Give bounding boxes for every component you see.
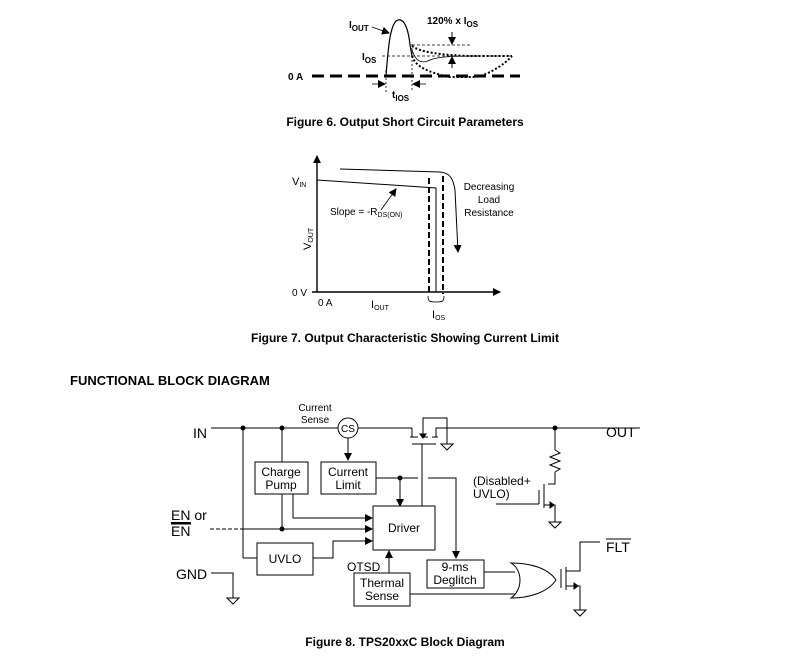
load-label: Load [478,195,500,206]
zero-amp-label-fig7: 0 A [318,298,333,309]
gnd-wire [211,572,234,598]
pin-en-or: EN or [171,507,207,523]
uvlo-block [256,542,314,576]
flt-source-wire [566,585,581,610]
flt-ground-icon [572,609,588,617]
disabled-label-2: UVLO) [473,487,510,501]
pin-en-bar: EN [171,523,190,539]
figure7-plot: VIN 0 V 0 A IOUT IOS Slope = -RDS(ON) De… [292,155,515,322]
figure8-caption: Figure 8. TPS20xxC Block Diagram [305,635,504,649]
or-gate-icon [509,562,557,599]
slope-pointer [380,188,397,211]
decreasing-label: Decreasing [464,182,515,193]
pct120-label: 120% x IOS [427,16,479,29]
gnd-icon [225,597,241,605]
block-diagram [210,417,640,617]
thermal-label-1: Thermal [360,576,404,590]
deglitch-block [426,559,485,589]
iout-pulse-curve [385,19,413,77]
current-sense-label-1: Current [298,403,332,414]
ios-bracket [427,295,445,303]
vout-characteristic-line [316,179,437,292]
resistance-label: Resistance [464,208,514,219]
resistor-to-fet [548,472,556,485]
uvlo-label: UVLO [269,552,302,566]
vin-label: VIN [292,176,306,189]
discharge-source-wire [544,504,556,522]
discharge-ground-icon [547,521,563,529]
fet-body-wire [422,417,448,444]
deglitch-label-2: Deglitch [433,573,476,587]
thermal-label-2: Sense [365,589,399,603]
charge-pump-label-1: Charge [261,465,301,479]
iout-settle-lower [411,55,513,78]
disabled-label-1: (Disabled+ [473,474,531,488]
pin-out: OUT [606,424,636,440]
slope-label: Slope = -RDS(ON) [330,207,402,219]
figure6-caption: Figure 6. Output Short Circuit Parameter… [286,115,524,129]
iout-settle-upper [411,45,512,57]
current-limit-block [320,461,377,495]
charge-pump-to-driver [292,494,373,522]
iout-label: IOUT [349,20,369,33]
block-diagram-heading: FUNCTIONAL BLOCK DIAGRAM [70,373,270,388]
thermal-sense-block [353,572,411,607]
iout-pointer [371,26,390,35]
discharge-fet-arrow [549,501,555,509]
zero-amp-label: 0 A [288,72,303,83]
flt-fet-arrow [573,582,579,590]
current-limit-label-1: Current [328,465,369,479]
iout-axis-label: IOUT [371,299,390,312]
deglitch-label-1: 9-ms [442,560,469,574]
decreasing-load-curve [339,168,462,253]
pin-flt: FLT [606,539,630,555]
out-rail [435,427,640,437]
figure7-caption: Figure 7. Output Characteristic Showing … [251,331,559,345]
pin-in: IN [193,425,207,441]
charge-pump-block [254,461,309,495]
fet-body-ground-icon [439,443,455,451]
charge-pump-label-2: Pump [265,478,297,492]
pin-gnd: GND [176,566,207,582]
cs-label: CS [341,424,355,435]
flt-drain-wire [566,541,600,572]
vout-axis-label: VOUT [302,227,315,250]
zero-volt-label: 0 V [292,288,307,299]
tios-label: tIOS [392,90,410,103]
limit-to-deglitch-wire [428,477,460,559]
current-limit-label-2: Limit [335,478,361,492]
discharge-resistor-icon [548,449,562,473]
ios-label: IOS [362,52,377,65]
current-sense-label-2: Sense [301,415,330,426]
figure6-waveform: IOUT 120% x IOS IOS 0 A tIOS [288,16,520,103]
otsd-label: OTSD [347,560,381,574]
uvlo-to-driver [313,537,373,559]
driver-block [372,505,436,551]
iout-settle-thin [411,49,481,63]
ios-axis-label: IOS [432,309,446,322]
driver-label: Driver [388,521,420,535]
